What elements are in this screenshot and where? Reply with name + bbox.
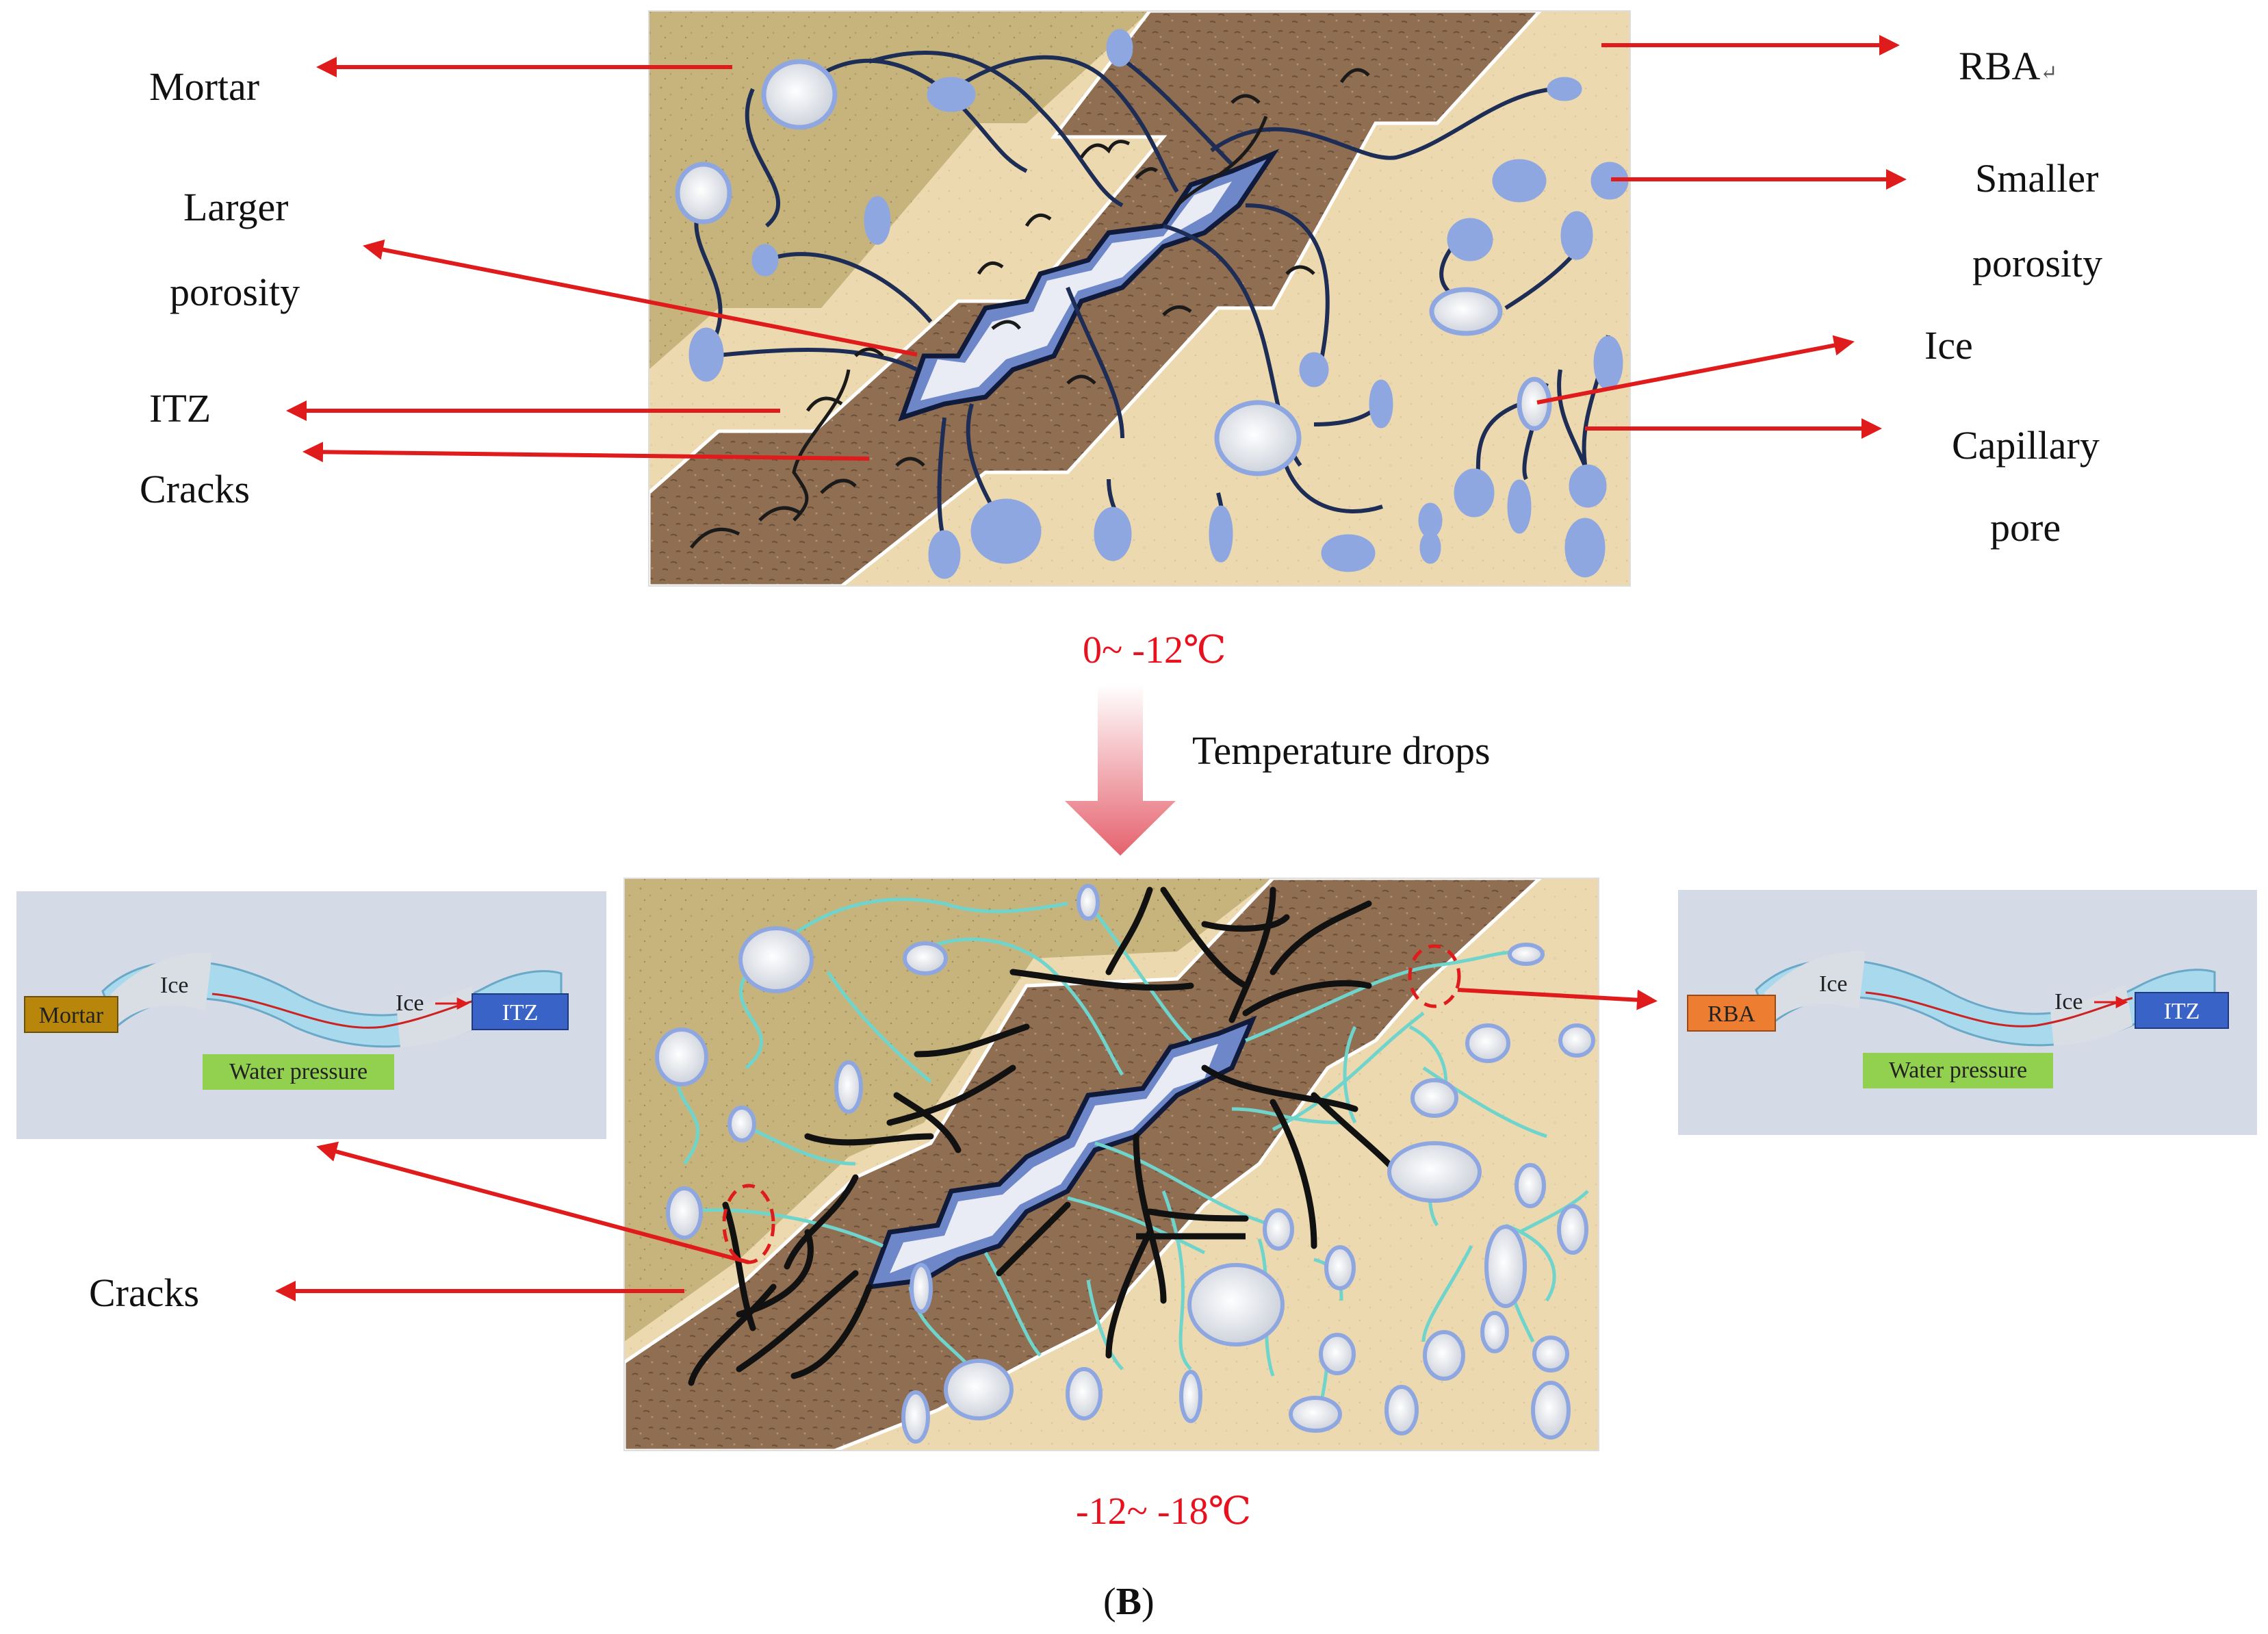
arrow-to-left-inset xyxy=(316,1141,749,1264)
arrow-cracks-top xyxy=(302,442,870,463)
inset-right-ice2: Ice xyxy=(2054,989,2083,1014)
inset-left-ice1: Ice xyxy=(160,973,189,998)
pores-bottom xyxy=(655,884,1595,1444)
inset-right-pressure-box xyxy=(1863,1053,2053,1088)
top-panel-border xyxy=(648,10,1631,587)
label-itz: ITZ xyxy=(149,386,211,431)
inset-left: Ice Ice Mortar ITZ Water pressure xyxy=(16,891,606,1139)
inset-left-mortar-box xyxy=(24,996,118,1033)
pores-top xyxy=(675,29,1629,579)
arrow-ice xyxy=(1536,335,1855,405)
label-cracks-top: Cracks xyxy=(140,467,250,511)
inset-right-rba-label: RBA xyxy=(1708,1001,1755,1027)
inset-left-itz-label: ITZ xyxy=(502,1000,539,1025)
temp-range-top: 0~ -12℃ xyxy=(1083,629,1226,672)
temperature-drops-label: Temperature drops xyxy=(1192,728,1491,773)
figure-caption: (B) xyxy=(1103,1581,1155,1623)
label-larger-porosity-1: Larger xyxy=(183,185,289,229)
inset-left-ice2: Ice xyxy=(396,991,424,1016)
inset-right-ice1: Ice xyxy=(1819,971,1848,997)
inset-right-pressure-label: Water pressure xyxy=(1889,1058,2027,1083)
temp-range-bottom: -12~ -18℃ xyxy=(1076,1490,1251,1533)
inset-left-pressure-box xyxy=(203,1054,394,1090)
inset-right-itz-label: ITZ xyxy=(2164,999,2200,1024)
label-smaller-porosity-2: porosity xyxy=(1972,241,2102,285)
inset-left-itz-box xyxy=(472,993,569,1030)
itz-cracks-top xyxy=(690,68,1370,549)
label-mortar: Mortar xyxy=(149,64,259,109)
label-capillary-pore-2: pore xyxy=(1990,505,2061,550)
top-microstructure-panel xyxy=(649,11,1630,586)
label-smaller-porosity-1: Smaller xyxy=(1975,156,2098,201)
inset-left-mortar-label: Mortar xyxy=(39,1003,104,1028)
label-rba: RBA↵ xyxy=(1959,44,2057,88)
bottom-microstructure-panel xyxy=(624,878,1599,1451)
inset-right-itz-box xyxy=(2135,992,2229,1029)
arrow-larger-porosity xyxy=(363,239,918,357)
label-cracks-bottom: Cracks xyxy=(89,1271,199,1315)
label-larger-porosity-2: porosity xyxy=(170,270,300,314)
inset-left-pressure-label: Water pressure xyxy=(229,1059,368,1084)
label-capillary-pore-1: Capillary xyxy=(1952,423,2100,468)
temperature-drop-arrow xyxy=(1065,685,1176,856)
inset-right: Ice Ice RBA ITZ Water pressure xyxy=(1678,890,2257,1135)
inset-right-rba-box xyxy=(1687,995,1776,1032)
arrow-to-right-inset xyxy=(1457,988,1658,1010)
highlight-circle-right xyxy=(1408,944,1461,1008)
bottom-panel-border xyxy=(623,878,1599,1451)
label-ice: Ice xyxy=(1924,323,1973,368)
